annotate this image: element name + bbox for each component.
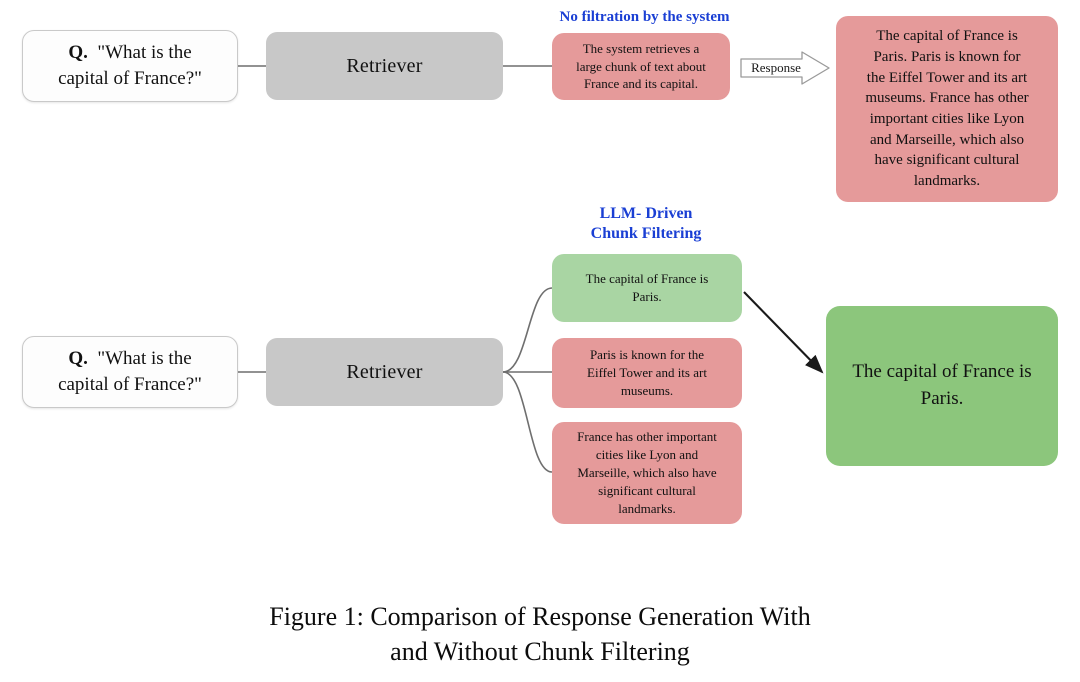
retriever-label-top: Retriever	[346, 54, 423, 77]
question-body-top: "What is the capital of France?"	[58, 42, 202, 89]
figure-caption: Figure 1: Comparison of Response Generat…	[269, 602, 811, 666]
chunk-box-kept[interactable]: The capital of France is Paris.	[552, 254, 742, 322]
chunk-box-filtered-2[interactable]: France has other important cities like L…	[552, 422, 742, 524]
question-text-top: Q. "What is the capital of France?"	[23, 40, 237, 91]
annotation-no-filtration: No filtration by the system	[559, 9, 730, 25]
question-label-top: Q.	[68, 42, 88, 64]
chunk-box-top[interactable]: The system retrieves a large chunk of te…	[552, 33, 730, 100]
retriever-box-bottom[interactable]: Retriever	[266, 338, 503, 406]
answer-text-top: The capital of France is Paris. Paris is…	[865, 28, 1029, 190]
chunk-text-filtered-1: Paris is known for the Eiffel Tower and …	[587, 347, 707, 398]
chunk-text-top: The system retrieves a large chunk of te…	[576, 40, 706, 92]
chunk-text-kept: The capital of France is Paris.	[585, 271, 709, 304]
question-text-bottom: Q. "What is the capital of France?"	[23, 346, 237, 397]
annotation-llm-driven: LLM- Driven Chunk Filtering	[590, 205, 702, 242]
response-arrow-label: Response	[751, 60, 801, 75]
arrow-kept-chunk-to-answer	[743, 291, 824, 374]
question-label-bottom: Q.	[68, 348, 88, 370]
chunk-text-filtered-2: France has other important cities like L…	[577, 429, 717, 516]
retriever-label-bottom: Retriever	[346, 360, 423, 383]
question-body-bottom: "What is the capital of France?"	[58, 348, 202, 395]
retriever-box-top[interactable]: Retriever	[266, 32, 503, 100]
question-box-bottom[interactable]: Q. "What is the capital of France?"	[22, 336, 238, 408]
answer-box-top[interactable]: The capital of France is Paris. Paris is…	[836, 16, 1058, 202]
connector-bottom-retriever-chunk-3	[502, 371, 553, 473]
response-arrow-shape	[740, 51, 830, 85]
answer-box-bottom[interactable]: The capital of France is Paris.	[826, 306, 1058, 466]
connector-bottom-retriever-chunk-1	[502, 287, 553, 373]
response-arrow: Response	[740, 51, 830, 85]
chunk-box-filtered-1[interactable]: Paris is known for the Eiffel Tower and …	[552, 338, 742, 408]
answer-text-bottom: The capital of France is Paris.	[852, 361, 1032, 409]
question-box-top[interactable]: Q. "What is the capital of France?"	[22, 30, 238, 102]
